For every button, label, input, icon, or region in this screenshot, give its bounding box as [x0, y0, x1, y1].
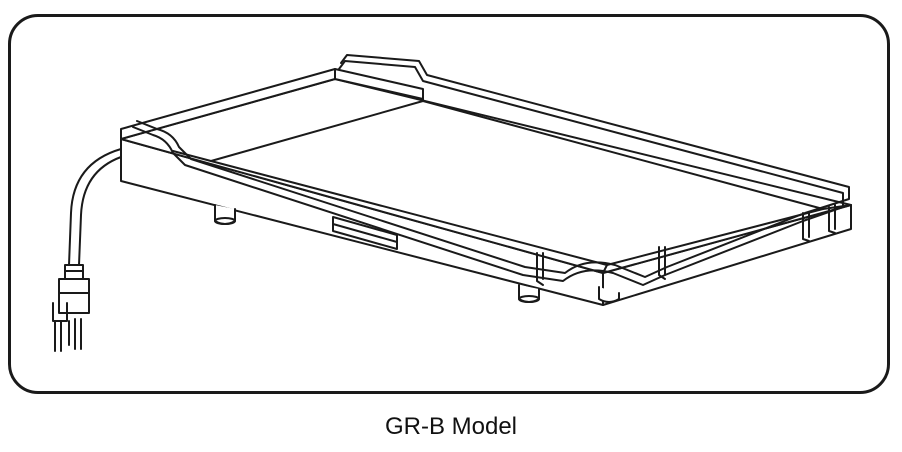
griddle-body [120, 68, 852, 306]
control-slot [332, 216, 398, 250]
figure-caption: GR-B Model [384, 413, 518, 440]
wire-rail [132, 54, 850, 286]
plug [52, 264, 90, 352]
griddle-illustration [52, 54, 852, 352]
power-cord [68, 148, 122, 266]
figure-frame [8, 14, 890, 394]
griddle-feet [214, 204, 620, 303]
